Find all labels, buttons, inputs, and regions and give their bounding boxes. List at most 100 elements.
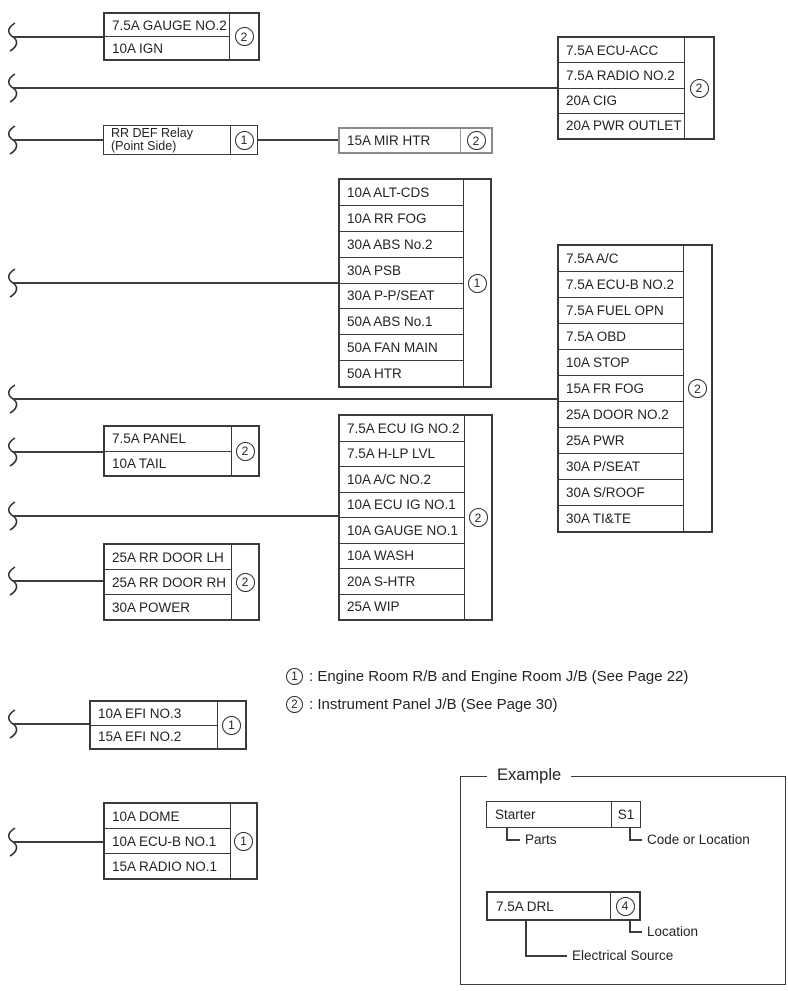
fuse-label: 7.5A GAUGE NO.2 bbox=[112, 17, 227, 33]
fuse-row: 25A RR DOOR LH bbox=[105, 545, 231, 570]
fuse-label: 7.5A ECU IG NO.2 bbox=[347, 420, 460, 436]
fuse-row: 10A ALT-CDS bbox=[340, 180, 463, 206]
fuse-row: 7.5A FUEL OPN bbox=[559, 298, 683, 324]
example-part-name: Starter bbox=[495, 807, 536, 822]
location-badge: 1 bbox=[234, 130, 254, 150]
location-badge: 2 bbox=[468, 508, 488, 527]
example-parts-label: Parts bbox=[525, 832, 557, 847]
fuse-row: 10A EFI NO.3 bbox=[91, 702, 217, 726]
example-source-name: 7.5A DRL bbox=[496, 898, 554, 914]
example-electrical-source-label: Electrical Source bbox=[572, 948, 674, 963]
fuse-row: 7.5A ECU-B NO.2 bbox=[559, 272, 683, 298]
fuse-label: 10A TAIL bbox=[112, 455, 167, 471]
fuse-label: 7.5A H-LP LVL bbox=[347, 446, 436, 462]
fuse-row: 20A S-HTR bbox=[340, 569, 464, 595]
fuse-row: 20A PWR OUTLET bbox=[559, 114, 684, 138]
acc-fuse-box: 7.5A ECU-ACC 7.5A RADIO NO.2 20A CIG 20A PW… bbox=[557, 36, 715, 140]
location-badge: 2 bbox=[466, 131, 486, 150]
fuse-row: 25A DOOR NO.2 bbox=[559, 402, 683, 428]
fuse-label: 30A POWER bbox=[112, 599, 191, 615]
fuse-row: 50A FAN MAIN bbox=[340, 335, 463, 362]
fuse-row: 50A ABS No.1 bbox=[340, 309, 463, 336]
location-badge: 2 bbox=[689, 78, 709, 98]
callout-line bbox=[506, 828, 508, 840]
fuse-row: 50A HTR bbox=[340, 361, 463, 386]
fuse-label: 10A GAUGE NO.1 bbox=[347, 522, 459, 538]
legend-item-1: 1 : Engine Room R/B and Engine Room J/B … bbox=[286, 668, 688, 685]
wire bbox=[258, 139, 338, 141]
example-location-label: Location bbox=[647, 924, 699, 939]
callout-line bbox=[525, 921, 527, 957]
wire bbox=[13, 451, 103, 453]
fuse-row: 7.5A RADIO NO.2 bbox=[559, 63, 684, 89]
fuse-label: 20A PWR OUTLET bbox=[566, 118, 682, 134]
fuse-row: 10A GAUGE NO.1 bbox=[340, 518, 464, 544]
callout-line bbox=[629, 828, 631, 840]
location-badge: 2 bbox=[234, 27, 254, 46]
fuse-label: 25A WIP bbox=[347, 599, 400, 615]
wire bbox=[13, 515, 338, 517]
fuse-row: 25A WIP bbox=[340, 595, 464, 620]
wire bbox=[13, 36, 103, 38]
fuse-label: 10A A/C NO.2 bbox=[347, 471, 432, 487]
fuse-row: 10A DOME bbox=[105, 804, 230, 829]
wire bbox=[13, 841, 103, 843]
fuse-row: 10A ECU-B NO.1 bbox=[105, 829, 230, 854]
location-badge: 1 bbox=[467, 273, 487, 293]
fuse-label: 7.5A ECU-ACC bbox=[566, 42, 659, 58]
fuse-label: 10A STOP bbox=[566, 355, 630, 370]
rr-def-relay-box: RR DEF Relay (Point Side) 1 bbox=[103, 125, 258, 155]
callout-line bbox=[506, 839, 520, 841]
fuse-row: 7.5A GAUGE NO.2 bbox=[105, 14, 229, 37]
fuse-label: 10A ALT-CDS bbox=[347, 184, 430, 200]
example-panel: Example Starter S1 Parts Code or Locatio… bbox=[460, 766, 786, 985]
fuse-label: 30A P-P/SEAT bbox=[347, 288, 435, 304]
fuse-label: 10A IGN bbox=[112, 40, 164, 56]
location-badge: 1 bbox=[286, 668, 303, 685]
fuse-label: 30A S/ROOF bbox=[566, 485, 645, 500]
fuse-row: 30A P-P/SEAT bbox=[340, 284, 463, 310]
fuse-row: 7.5A A/C bbox=[559, 246, 683, 272]
location-badge: 1 bbox=[234, 831, 253, 851]
fuse-label: 7.5A OBD bbox=[566, 329, 627, 344]
callout-line bbox=[629, 839, 642, 841]
example-parts-box: Starter S1 bbox=[486, 801, 641, 828]
mir-htr-fuse-box: 15A MIR HTR 2 bbox=[338, 127, 493, 154]
fuse-label: 30A TI&TE bbox=[566, 511, 632, 526]
legend-text: : Instrument Panel J/B (See Page 30) bbox=[309, 696, 558, 713]
location-badge: 2 bbox=[688, 379, 707, 398]
fuse-row: 15A MIR HTR bbox=[340, 129, 460, 152]
fuse-row: 30A TI&TE bbox=[559, 506, 683, 531]
callout-line bbox=[629, 921, 631, 932]
fuse-row: 10A IGN bbox=[105, 37, 229, 59]
fuse-label: 10A ECU-B NO.1 bbox=[112, 833, 217, 849]
fuse-label: 7.5A PANEL bbox=[112, 431, 187, 447]
gauge-ign-fuse-box: 7.5A GAUGE NO.2 10A IGN 2 bbox=[103, 12, 260, 61]
callout-line bbox=[629, 931, 642, 933]
fuse-row: 10A TAIL bbox=[105, 452, 231, 476]
fuse-row: 15A RADIO NO.1 bbox=[105, 854, 230, 878]
ecu-ig-fuse-box: 7.5A ECU IG NO.2 7.5A H-LP LVL 10A A/C NO.… bbox=[338, 414, 493, 621]
fuse-row: 30A PSB bbox=[340, 258, 463, 284]
relay-label-line1: RR DEF Relay bbox=[111, 125, 193, 140]
fuse-label: 50A ABS No.1 bbox=[347, 314, 433, 330]
fuse-row: 7.5A ECU-ACC bbox=[559, 38, 684, 64]
wire bbox=[13, 398, 557, 400]
fuse-row: 30A P/SEAT bbox=[559, 454, 683, 480]
callout-line bbox=[525, 955, 567, 957]
fuse-label: 20A CIG bbox=[566, 93, 618, 109]
fuse-label: 7.5A FUEL OPN bbox=[566, 303, 664, 318]
fuse-label: 10A EFI NO.3 bbox=[98, 705, 182, 721]
fuse-label: 25A DOOR NO.2 bbox=[566, 407, 669, 422]
wire bbox=[13, 580, 103, 582]
fuse-row: 20A CIG bbox=[559, 89, 684, 114]
wire bbox=[13, 723, 89, 725]
fuse-row: 10A RR FOG bbox=[340, 206, 463, 232]
fuse-row: 15A FR FOG bbox=[559, 376, 683, 402]
fuse-label: 15A EFI NO.2 bbox=[98, 729, 182, 745]
